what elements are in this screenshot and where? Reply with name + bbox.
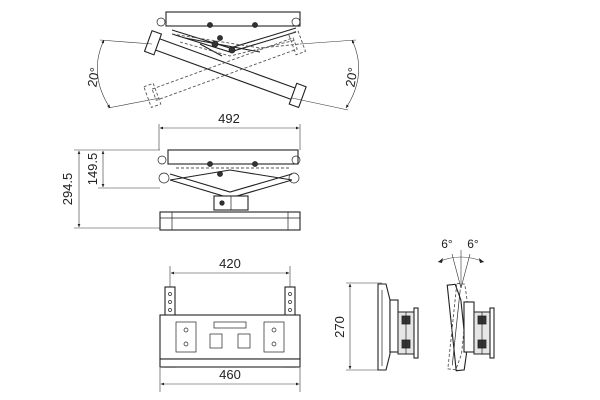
swivel-top-view: 20° 20° [84, 11, 361, 111]
plate-hole [271, 341, 277, 347]
dim-270-label: 270 [332, 316, 347, 338]
mount-bar-end [288, 82, 307, 109]
tilt-ref-line [460, 253, 471, 289]
rail-hole [168, 300, 172, 304]
dim-294-5-label: 294.5 [60, 173, 75, 206]
mount-bar-end-alt [287, 30, 307, 56]
mount-bar-end-alt [143, 82, 162, 109]
bolt [252, 22, 258, 28]
bracket-detail [451, 289, 461, 366]
rail-hole [288, 300, 292, 304]
bracket-profile-tilt-alt [447, 282, 468, 371]
tilt-arrow [479, 258, 484, 263]
plate-slot [237, 333, 251, 349]
bracket-arm [463, 301, 475, 353]
dim-420-label: 420 [219, 256, 241, 271]
top-plate [167, 149, 299, 165]
bolt [252, 161, 258, 167]
arm-link-alt [179, 39, 297, 57]
front-view: 420 460 [159, 256, 301, 392]
bolt [207, 22, 213, 28]
angle-label-right: 20° [342, 66, 360, 88]
tilt-label-right: 6° [467, 237, 479, 251]
angle-arc-right [345, 39, 360, 109]
arm-link [169, 173, 293, 193]
mount-bar-rotated [152, 37, 299, 102]
bolt [157, 155, 167, 165]
plate-hole [183, 341, 189, 347]
pivot [158, 172, 170, 184]
mount-bar-end [143, 29, 163, 56]
pivot [217, 35, 223, 41]
pivot [288, 172, 300, 184]
mounting-plate [159, 314, 301, 360]
rail-hole [168, 308, 172, 312]
plate-slot [213, 321, 247, 329]
wall-plate [413, 307, 419, 359]
angle-ext-line [99, 39, 153, 45]
tilt-view: 6° 6° [437, 237, 495, 372]
dim-149-5-label: 149.5 [85, 153, 100, 186]
side-view: 270 [332, 282, 419, 371]
plate-slot [209, 333, 223, 349]
wall-plate [489, 307, 495, 359]
extension-top-view: 492 149.5 294.5 [60, 111, 301, 231]
angle-ext-line [291, 97, 349, 111]
tilt-label-left: 6° [441, 237, 453, 251]
plate-cutout [263, 321, 285, 353]
plate-hole [183, 327, 189, 333]
rail-hole [288, 308, 292, 312]
arm-link [171, 31, 297, 53]
angle-ext-line [107, 97, 161, 109]
arm-link [184, 37, 261, 53]
angle-arc-left [96, 39, 111, 109]
mount-bar [159, 211, 301, 231]
angle-ext-line [299, 39, 357, 45]
bolt [207, 161, 213, 167]
plate-cutout [175, 321, 197, 353]
tilt-ref-line [451, 253, 462, 289]
pivot [228, 46, 236, 54]
pivot [217, 171, 223, 177]
plate-hole [271, 327, 277, 333]
wall-plate-top [165, 11, 301, 27]
dim-492-label: 492 [218, 111, 240, 126]
arm-link [199, 43, 223, 57]
rail-hole [288, 292, 292, 296]
arm-link [169, 169, 293, 181]
arm-link [169, 179, 293, 199]
tilt-arrow [438, 258, 443, 263]
bolt [291, 155, 301, 165]
bolt [291, 17, 301, 27]
bolt [156, 17, 166, 27]
arm-link [171, 27, 297, 49]
bracket-profile-tilt [446, 283, 468, 372]
pivot [211, 40, 219, 48]
bolt [219, 200, 225, 206]
angle-label-left: 20° [84, 66, 102, 88]
bracket-profile [377, 283, 391, 371]
bottom-bar [159, 358, 301, 368]
rail-hole [168, 292, 172, 296]
dim-460-label: 460 [219, 367, 241, 382]
bracket-arm [389, 299, 399, 353]
